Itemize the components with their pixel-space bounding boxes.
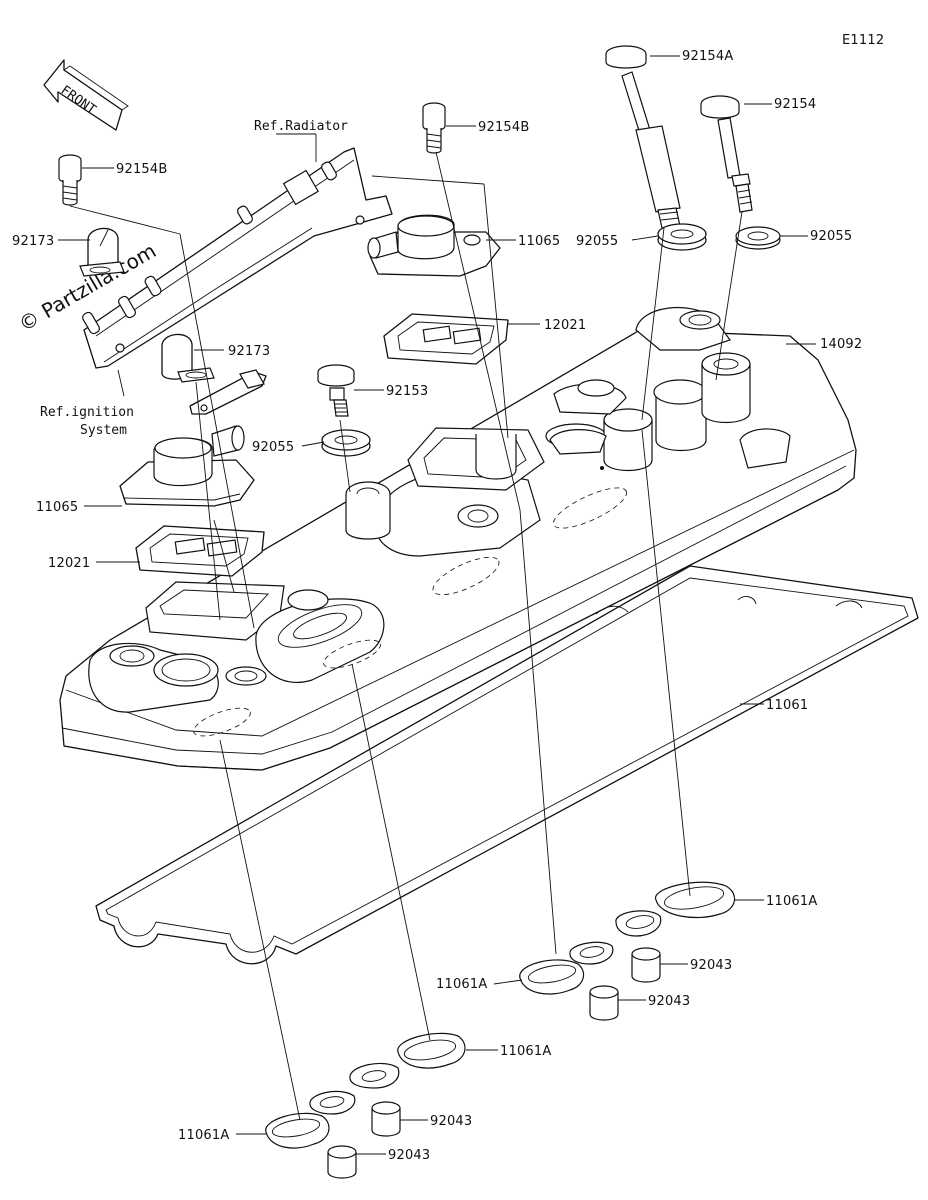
ref-ignition-label-2: System <box>80 423 127 438</box>
grommet-92055-right <box>735 226 781 250</box>
label-92173-top: 92173 <box>12 234 54 249</box>
grommet-92055-mid <box>657 223 707 251</box>
pin-92043-l2 <box>327 1145 357 1179</box>
label-92043-r1: 92043 <box>690 958 732 973</box>
pin-92043-r1 <box>631 947 661 983</box>
label-92043-l1: 92043 <box>430 1114 472 1129</box>
label-92154B-mid: 92154B <box>478 120 529 135</box>
label-12021-right: 12021 <box>544 318 586 333</box>
clamp-92173-mid <box>161 333 215 383</box>
label-11065-left: 11065 <box>36 500 78 515</box>
bolt-92153 <box>317 364 355 417</box>
gasket-11061 <box>95 565 919 965</box>
pin-92043-r2 <box>589 985 619 1021</box>
label-11061A-right: 11061A <box>766 894 817 909</box>
label-92043-l2: 92043 <box>388 1148 430 1163</box>
bolt-92154A <box>605 45 681 229</box>
label-leaders <box>58 55 816 1155</box>
cylinder-head-cover-14092 <box>59 306 857 771</box>
ref-ignition-label: Ref.ignition <box>40 405 134 420</box>
gasket-12021-left <box>135 525 265 577</box>
label-92055-right: 92055 <box>810 229 852 244</box>
label-92055-left: 92055 <box>252 440 294 455</box>
label-12021-left: 12021 <box>48 556 90 571</box>
label-92173-mid: 92173 <box>228 344 270 359</box>
label-92043-r2: 92043 <box>648 994 690 1009</box>
label-11061: 11061 <box>766 698 808 713</box>
ref-radiator-label: Ref.Radiator <box>254 119 348 134</box>
seal-11061A-lower-left <box>265 1090 356 1149</box>
label-11061A-lower-left: 11061A <box>178 1128 229 1143</box>
bracket-radiator <box>82 147 393 369</box>
breather-cover-11065-left <box>119 425 255 507</box>
label-11061A-lower-right: 11061A <box>500 1044 551 1059</box>
seal-11061A-right <box>615 881 736 937</box>
label-92154: 92154 <box>774 97 816 112</box>
label-92153: 92153 <box>386 384 428 399</box>
seal-11061A-mid-right <box>519 941 614 995</box>
breather-cover-11065-right <box>367 214 501 277</box>
front-arrow-icon: FRONT <box>43 59 129 131</box>
grommet-92055-left <box>321 429 371 457</box>
assembly-lines <box>69 151 743 1121</box>
pin-92043-l1 <box>371 1101 401 1137</box>
label-92055-mid: 92055 <box>576 234 618 249</box>
clamp-92173-top <box>79 227 125 277</box>
diagram-code: E1112 <box>842 33 884 48</box>
bolt-92154B-left <box>58 154 82 206</box>
gasket-12021-right <box>383 313 509 365</box>
label-14092: 14092 <box>820 337 862 352</box>
bolt-92154B-mid <box>422 102 446 154</box>
label-11065-right: 11065 <box>518 234 560 249</box>
bracket-ignition <box>189 369 267 415</box>
bolt-92154 <box>700 95 753 213</box>
label-92154B-left: 92154B <box>116 162 167 177</box>
label-92154A: 92154A <box>682 49 733 64</box>
seal-11061A-lower-right <box>349 1032 466 1089</box>
label-11061A-mid: 11061A <box>436 977 487 992</box>
